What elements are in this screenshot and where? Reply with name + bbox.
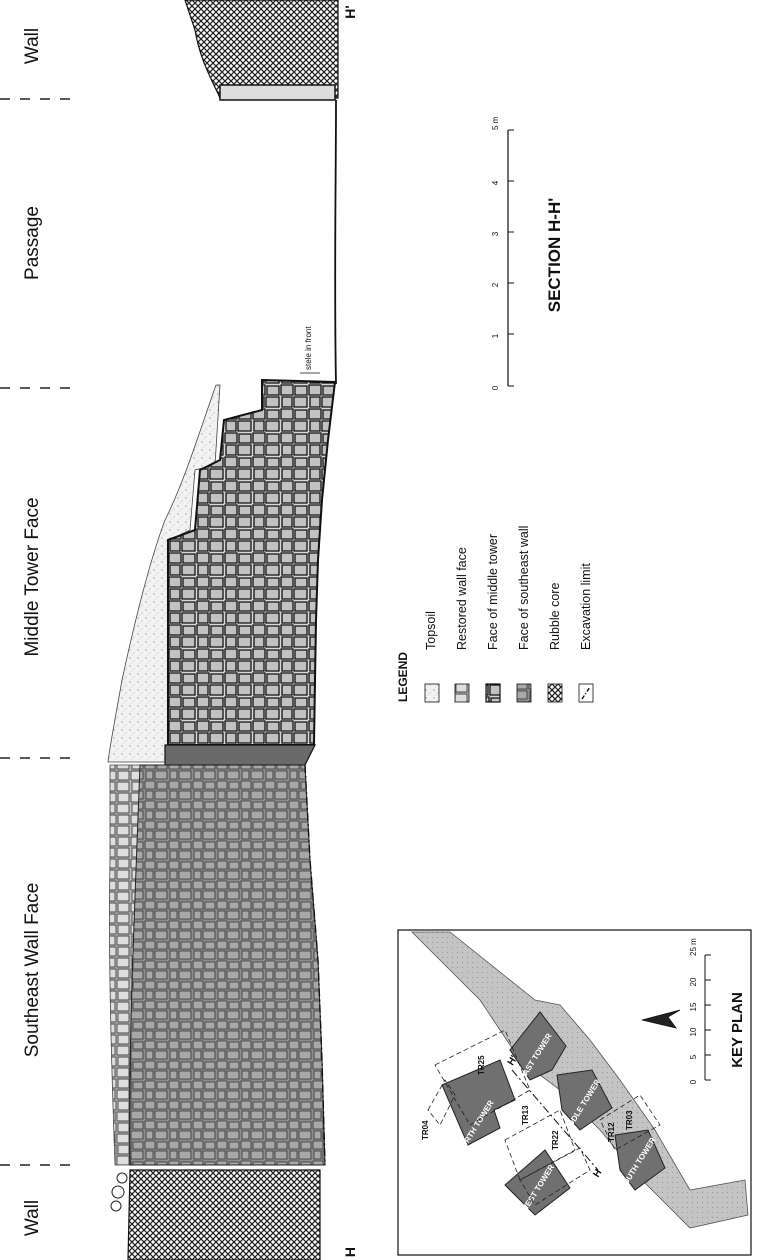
- stele-annotation: stele in front: [304, 326, 313, 370]
- topsoil-layer: [107, 384, 221, 763]
- southeast-wall-dark-stones: [129, 764, 326, 1166]
- zone-label-wall-bottom: Wall: [22, 1200, 43, 1236]
- passage-floor-line: [334, 99, 337, 385]
- kp-scale-tick-5: 5: [689, 1054, 698, 1059]
- key-plan-trench-tr22: TR22: [551, 1130, 560, 1150]
- legend-label-topsoil: Topsoil: [424, 611, 438, 650]
- north-arrow-icon: [641, 1009, 681, 1029]
- legend-item-excavation: Excavation limit: [578, 563, 594, 703]
- kp-scale-tick-0: 0: [689, 1079, 698, 1084]
- legend-label-southeast: Face of southeast wall: [517, 526, 531, 650]
- legend-item-topsoil: Topsoil: [424, 611, 440, 703]
- key-plan-trench-tr25: TR25: [477, 1055, 486, 1075]
- key-plan-south-tower: [614, 1129, 666, 1191]
- wall-bottom-rubble: [127, 1169, 321, 1260]
- middle-tower-face-stones: [167, 378, 337, 746]
- zone-label-southeast-wall-face: Southeast Wall Face: [22, 883, 43, 1058]
- key-plan-trench-tr13: TR13: [521, 1105, 530, 1125]
- excavation-limit-line: [304, 764, 326, 1166]
- key-plan-trench-tr03: TR03: [625, 1110, 634, 1130]
- scale-tick-1: 1: [491, 333, 500, 338]
- key-plan: NORTH TOWER EAST TOWER MIDDLE TOWER WEST…: [397, 929, 752, 1256]
- section-scale-bar: 0 1 2 3 4 5 m: [491, 116, 514, 390]
- key-plan-trench-tr12: TR12: [607, 1122, 616, 1142]
- zone-label-middle-tower-face: Middle Tower Face: [22, 497, 43, 656]
- key-plan-east-tower: [509, 1011, 567, 1081]
- key-plan-scale-bar: 0 5 10 15 20 25 m: [689, 938, 711, 1084]
- wall-bottom-loose-stones: [110, 1172, 128, 1212]
- legend-item-middle: Face of middle tower: [485, 534, 501, 703]
- middle-tower-base-band: [164, 744, 316, 766]
- zone-label-passage: Passage: [22, 206, 43, 280]
- zone-label-wall-top: Wall: [22, 28, 43, 64]
- key-plan-middle-tower: [556, 1069, 613, 1131]
- legend-item-rubble: Rubble core: [547, 583, 563, 703]
- section-title: SECTION H-H': [545, 198, 564, 313]
- section-end-label-top: H': [342, 5, 358, 18]
- key-plan-section-mark-h: H: [591, 1168, 604, 1180]
- legend-item-southeast: Face of southeast wall: [516, 526, 532, 703]
- scale-tick-4: 4: [491, 180, 500, 185]
- legend-item-restored: Restored wall face: [454, 547, 470, 703]
- kp-scale-tick-15: 15: [689, 1002, 698, 1011]
- kp-scale-tick-20: 20: [689, 977, 698, 986]
- key-plan-west-tower: [504, 1149, 571, 1216]
- key-plan-trench-outlines: [427, 1029, 661, 1206]
- legend-label-rubble: Rubble core: [548, 583, 562, 650]
- scale-tick-0: 0: [491, 385, 500, 390]
- key-plan-north-tower: [441, 1059, 516, 1146]
- wall-top-base-stones: [219, 84, 336, 101]
- legend-label-restored: Restored wall face: [455, 547, 469, 650]
- scale-tick-3: 3: [491, 231, 500, 236]
- legend: LEGEND Topsoil Restored wall face Face o…: [396, 526, 594, 703]
- key-plan-section-line: [511, 1069, 599, 1171]
- kp-scale-tick-25: 25 m: [689, 938, 698, 956]
- kp-scale-tick-10: 10: [689, 1027, 698, 1036]
- key-plan-trench-tr04: TR04: [421, 1120, 430, 1140]
- legend-title: LEGEND: [396, 652, 410, 702]
- scale-tick-2: 2: [491, 282, 500, 287]
- legend-label-excavation: Excavation limit: [579, 563, 593, 650]
- section-end-label-bottom: H: [342, 1247, 358, 1257]
- key-plan-title: KEY PLAN: [729, 992, 746, 1068]
- wall-top-rubble: [184, 0, 339, 99]
- legend-label-middle: Face of middle tower: [486, 534, 500, 650]
- scale-tick-5: 5 m: [491, 116, 500, 130]
